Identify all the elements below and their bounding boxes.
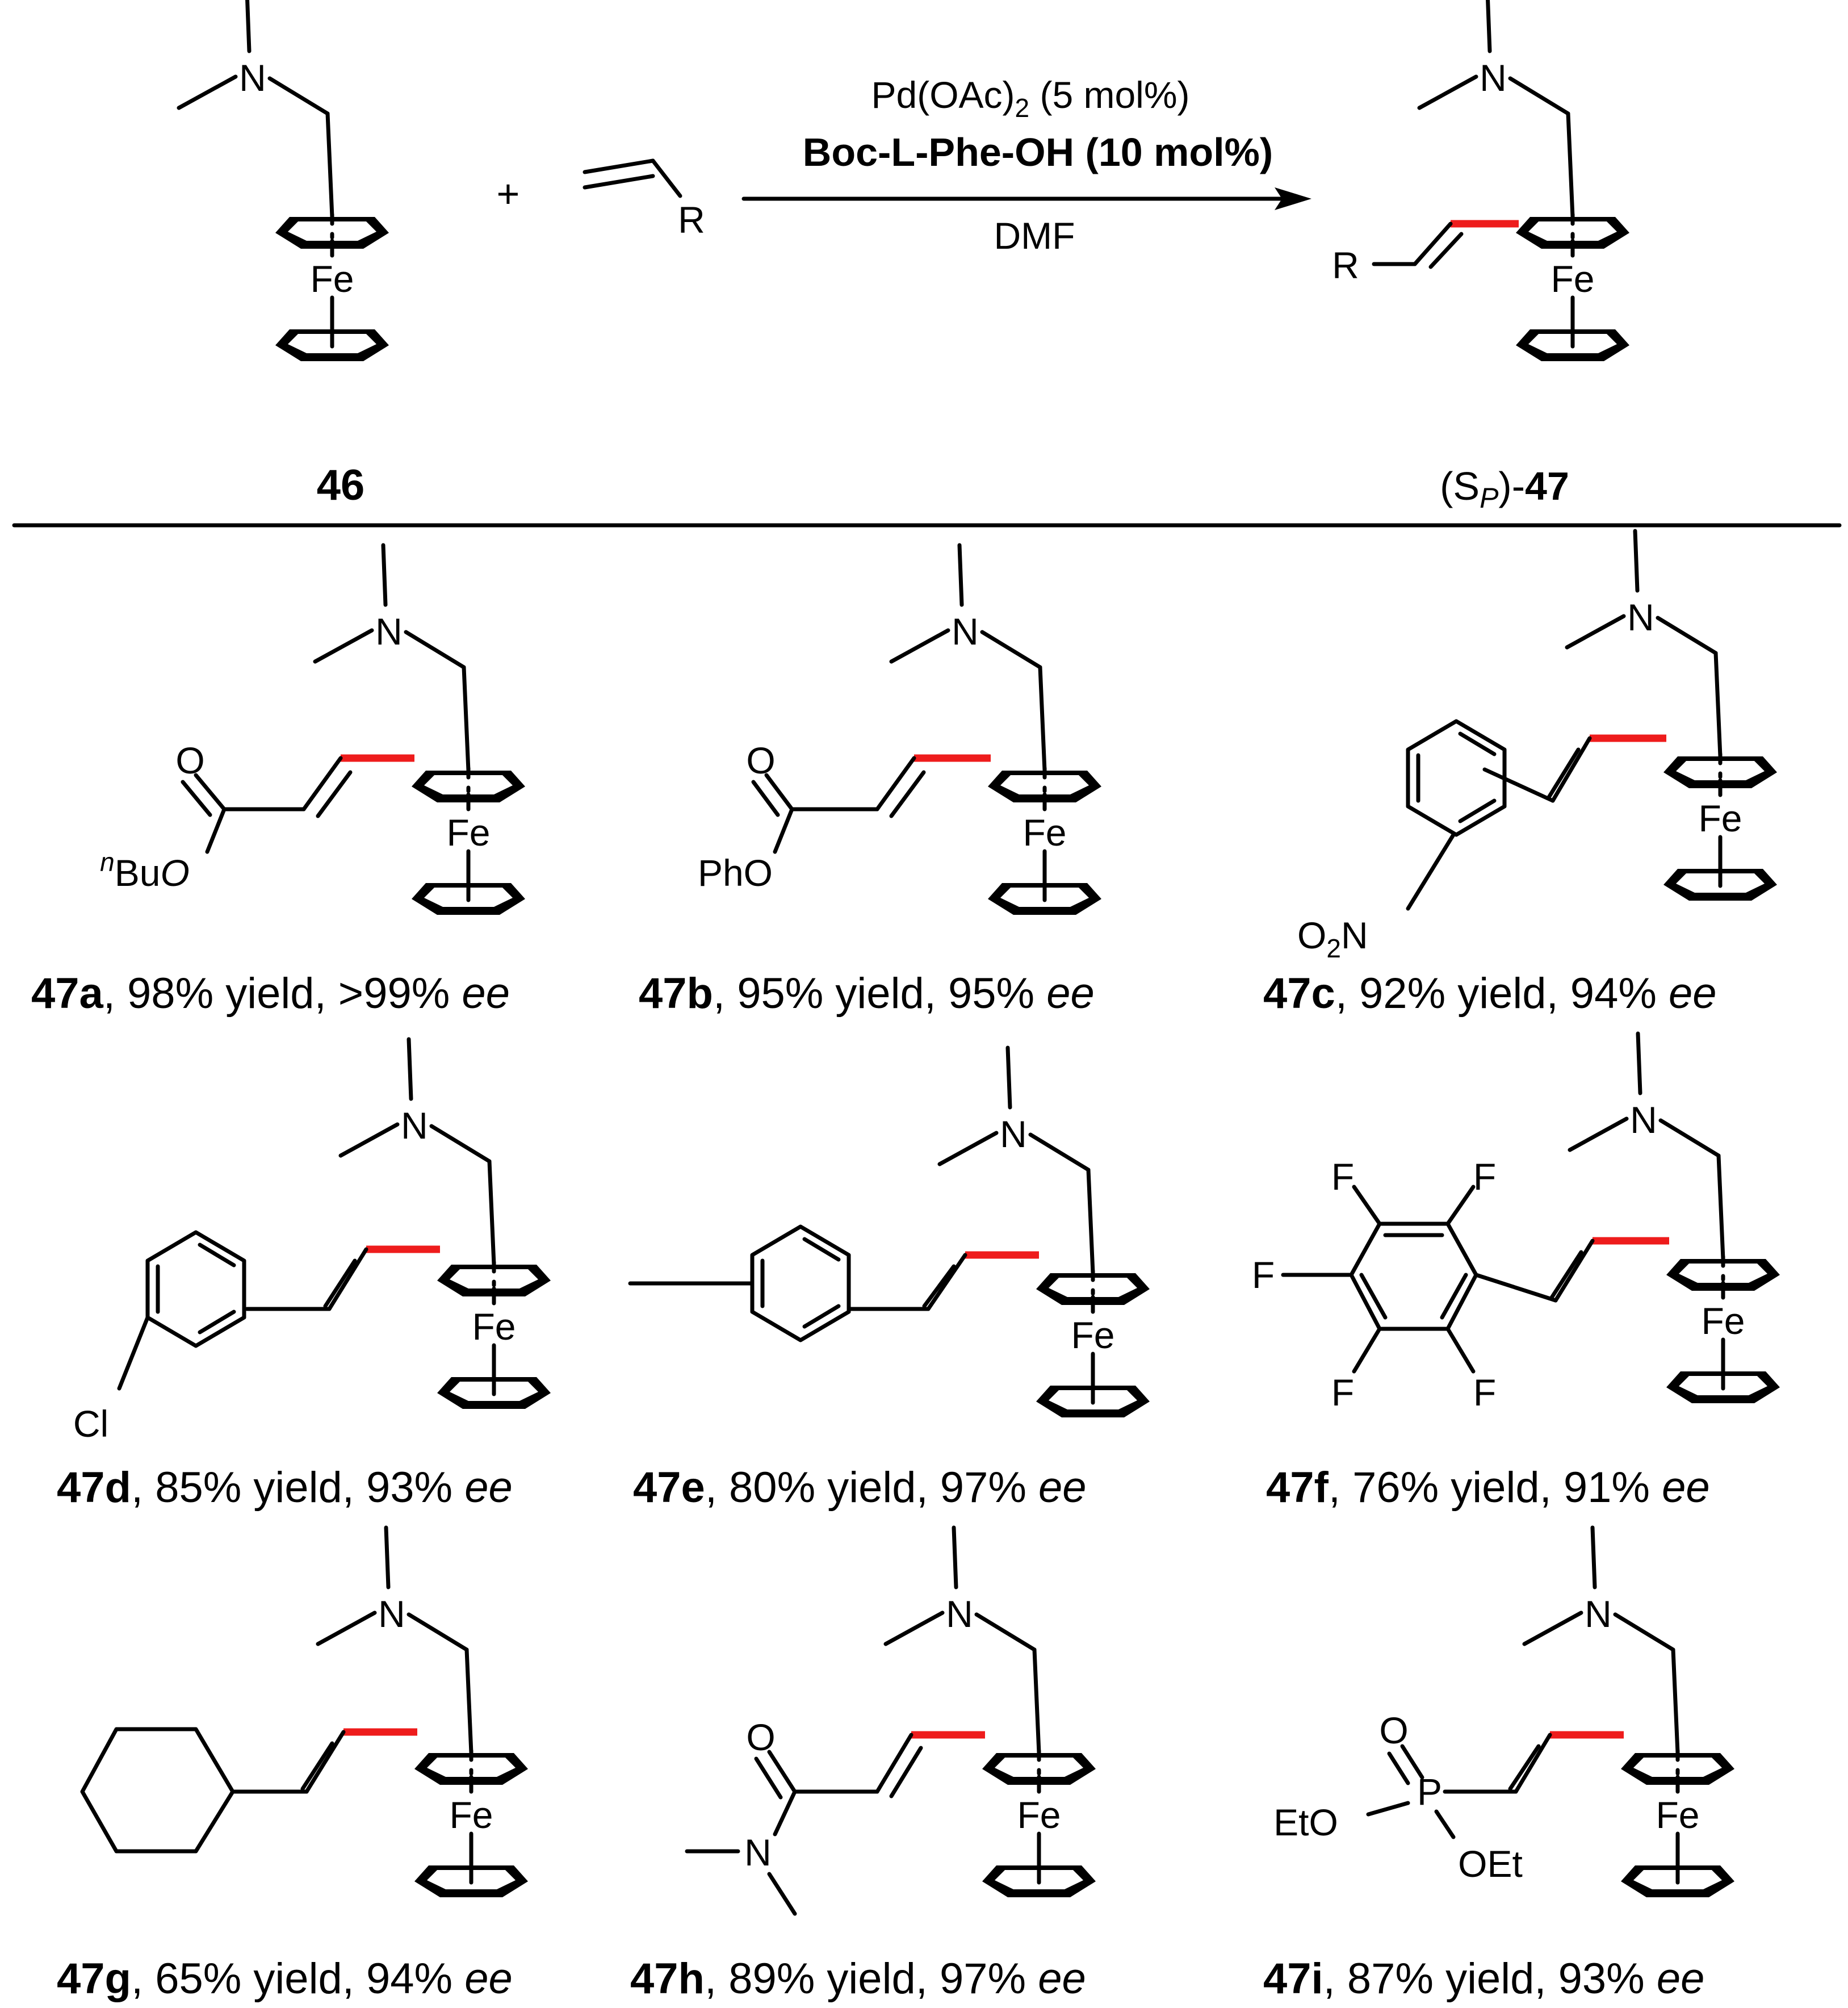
n-atom: N: [1480, 57, 1507, 99]
oet-group: OEt: [1458, 1843, 1523, 1885]
o-atom: O: [175, 739, 204, 781]
f-atom: F: [1473, 1156, 1496, 1198]
product-47d: N Fe Cl 47d, 85% yield, 93% ee: [57, 1039, 551, 1512]
o-atom: O: [1379, 1709, 1408, 1751]
f-atom: F: [1331, 1371, 1354, 1413]
fe-atom: Fe: [310, 258, 354, 300]
n-atom: N: [378, 1593, 405, 1635]
n-atom: N: [1585, 1593, 1612, 1635]
reactant-46: N Fe 46: [179, 0, 389, 509]
o2n-group: O2N: [1297, 914, 1368, 963]
n-atom: N: [1627, 596, 1654, 638]
product-label: (SP)-47: [1440, 464, 1569, 514]
n-atom: N: [239, 57, 266, 99]
label-47e: 47e, 80% yield, 97% ee: [633, 1463, 1087, 1512]
n-atom: N: [946, 1593, 973, 1635]
label-47b: 47b, 95% yield, 95% ee: [639, 969, 1095, 1018]
product-47b: N Fe O PhO 47b, 95% yield, 95% ee: [639, 545, 1101, 1018]
r-group: R: [1332, 244, 1359, 286]
product-47g: N Fe 47g, 65% yield, 94% ee: [57, 1528, 528, 2003]
label-47h: 47h, 89% yield, 97% ee: [630, 1955, 1086, 2003]
reactant-label: 46: [317, 461, 365, 509]
fe-atom: Fe: [449, 1794, 493, 1836]
label-47a: 47a, 98% yield, >99% ee: [31, 969, 510, 1018]
label-47i: 47i, 87% yield, 93% ee: [1263, 1955, 1704, 2003]
label-47g: 47g, 65% yield, 94% ee: [57, 1955, 513, 2003]
product-47e: N Fe 47e, 80% yield, 97% ee: [628, 1048, 1150, 1512]
condition-solvent: DMF: [994, 215, 1075, 257]
label-47c: 47c, 92% yield, 94% ee: [1263, 969, 1717, 1018]
f-atom: F: [1331, 1156, 1354, 1198]
reaction-arrow: Pd(OAc)2 (5 mol%) Boc-L-Phe-OH (10 mol%)…: [741, 74, 1311, 257]
label-47d: 47d, 85% yield, 93% ee: [57, 1463, 513, 1512]
n-atom: N: [952, 610, 979, 652]
n-atom: N: [1000, 1113, 1027, 1155]
nbuo-group: nBuO: [100, 847, 190, 894]
n-atom: N: [1630, 1099, 1657, 1141]
o-atom: O: [746, 739, 775, 781]
product-47h: N Fe O N 47h, 89% yield, 97% ee: [630, 1528, 1096, 2003]
label-47f: 47f, 76% yield, 91% ee: [1266, 1463, 1710, 1512]
fe-atom: Fe: [446, 811, 490, 854]
alkene-reactant: R: [583, 158, 705, 241]
product-47i: N Fe O P EtO OEt 47i, 87% yield, 93% ee: [1263, 1528, 1734, 2003]
o-atom: O: [746, 1716, 775, 1758]
cl-atom: Cl: [73, 1403, 108, 1445]
product-47-general: N Fe R (SP)-47: [1332, 0, 1629, 514]
product-47c: N Fe O2N 47c, 92% yield, 94% ee: [1263, 531, 1777, 1018]
n-atom: N: [744, 1831, 772, 1873]
fe-atom: Fe: [1017, 1794, 1061, 1836]
condition-ligand: Boc-L-Phe-OH (10 mol%): [803, 130, 1273, 174]
fe-atom: Fe: [1551, 258, 1594, 300]
fe-atom: Fe: [1023, 811, 1066, 854]
fe-atom: Fe: [472, 1306, 516, 1348]
fe-atom: Fe: [1701, 1300, 1745, 1342]
f-atom: F: [1473, 1371, 1496, 1413]
r-group: R: [678, 199, 705, 241]
product-47f: N Fe F F F F F 47f, 76% yield, 91% ee: [1252, 1034, 1780, 1512]
fe-atom: Fe: [1656, 1794, 1699, 1836]
f-atom: F: [1252, 1254, 1275, 1296]
pho-group: PhO: [698, 852, 773, 894]
product-47a: N Fe O nBuO 47a, 98% yield, >99% ee: [31, 545, 525, 1018]
p-atom: P: [1417, 1771, 1442, 1813]
fe-atom: Fe: [1071, 1314, 1114, 1356]
condition-catalyst: Pd(OAc)2 (5 mol%): [871, 74, 1189, 123]
n-atom: N: [375, 610, 403, 652]
eto-group: EtO: [1273, 1801, 1338, 1843]
plus-sign: +: [497, 171, 520, 216]
fe-atom: Fe: [1698, 797, 1742, 839]
n-atom: N: [401, 1105, 428, 1147]
